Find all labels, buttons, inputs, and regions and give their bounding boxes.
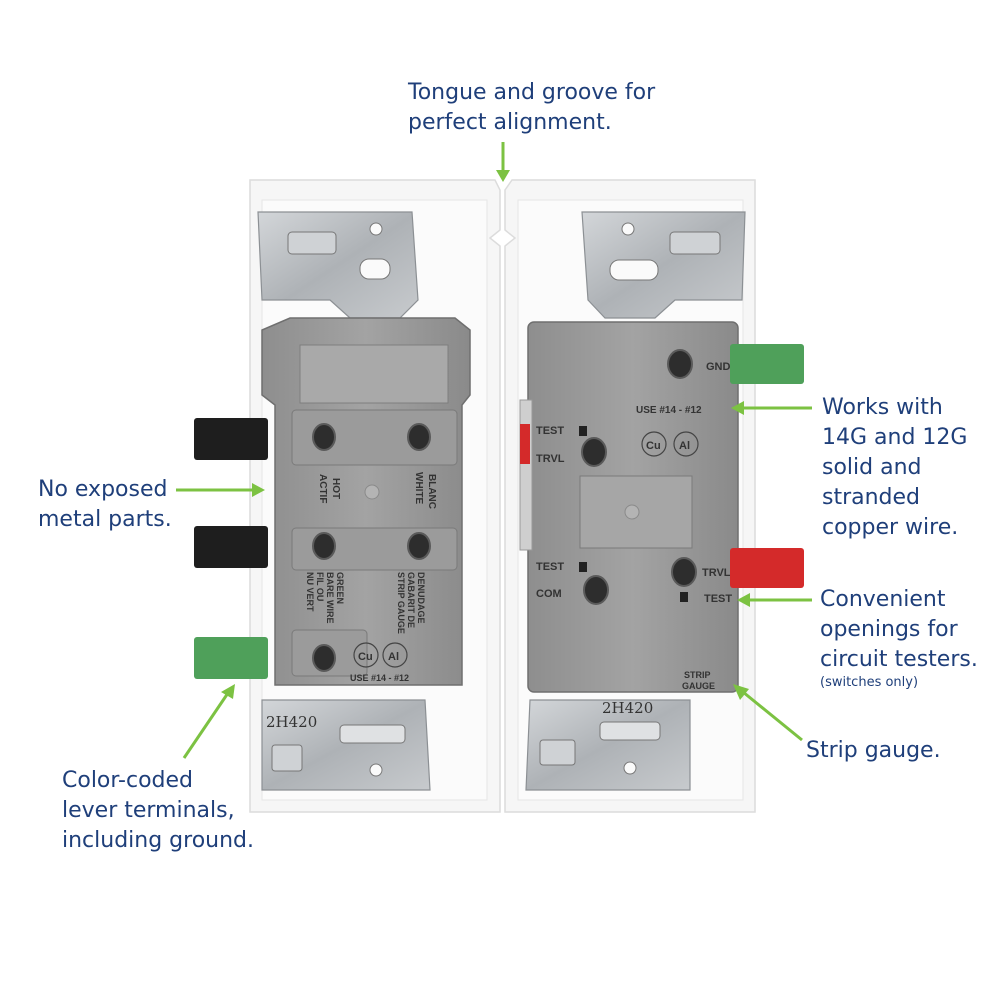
left-hot-hole-1 (312, 423, 336, 451)
callout-tongue-and-groove: Tongue and groove for perfect alignment. (408, 80, 656, 135)
right-com-hole (583, 575, 609, 605)
callout-color-coded-levers: Color-coded lever terminals, including g… (62, 768, 255, 853)
works-with-arrow (731, 401, 812, 415)
right-trvl-hole-1 (581, 437, 607, 467)
left-ground-lever-green (194, 637, 268, 679)
left-green-line-4: NU VERT (305, 572, 315, 612)
right-test-label-1: TEST (536, 425, 564, 437)
left-al-mark: Al (388, 651, 399, 663)
left-actif-label: ACTIF (317, 474, 328, 503)
right-stamp: 2H420 (602, 699, 653, 717)
right-trvl-label-2: TRVL (702, 567, 731, 579)
callout-convenient-openings: Convenient openings for circuit testers.… (820, 587, 978, 690)
left-green-line-3: FIL OU (315, 572, 325, 601)
right-ground-lever-green (730, 344, 804, 384)
right-traveler-lever-red (730, 548, 804, 588)
right-strip-label: STRIP (684, 670, 711, 680)
left-ground-hole (312, 644, 336, 672)
left-green-line-1: GREEN (335, 572, 345, 604)
right-housing (519, 321, 739, 693)
left-hot-label: HOT (330, 478, 341, 499)
right-bottom-mounting-strap: 2H420 (525, 699, 691, 791)
left-neutral-lever-black (194, 526, 268, 568)
right-gnd-hole (667, 349, 693, 379)
right-wire-holes (581, 349, 697, 605)
left-housing (261, 317, 471, 686)
right-trvl-hole-2 (671, 557, 697, 587)
color-coded-arrow (182, 684, 235, 759)
right-al-mark: Al (679, 440, 690, 452)
right-top-mounting-strap (581, 211, 746, 319)
right-test-slot-2 (579, 562, 587, 572)
callout-arrows (176, 142, 812, 759)
left-stamp: 2H420 (266, 713, 317, 731)
left-strip-line-1: STRIP GAUGE (396, 572, 406, 634)
right-test-slot-3 (680, 592, 688, 602)
left-hot-hole-2 (312, 532, 336, 560)
right-test-label-2: TEST (536, 561, 564, 573)
callout-switches-only-note: (switches only) (820, 675, 919, 690)
left-bottom-mounting-strap: 2H420 (261, 699, 431, 791)
left-green-line-2: BARE WIRE (325, 572, 335, 624)
convenient-arrow (737, 593, 812, 607)
left-strip-line-3: DENUDAGE (416, 572, 426, 624)
right-red-tab (520, 424, 530, 464)
left-white-hole-1 (407, 423, 431, 451)
right-test-slot-1 (579, 426, 587, 436)
left-wire-spec: USE #14 - #12 (350, 673, 409, 683)
callout-works-with-wire: Works with 14G and 12G solid and strande… (822, 395, 968, 540)
left-wire-holes (312, 423, 431, 672)
left-hot-lever-black (194, 418, 268, 460)
callout-no-exposed-metal: No exposed metal parts. (38, 477, 172, 532)
right-trvl-label-1: TRVL (536, 453, 565, 465)
tongue-arrow (496, 142, 510, 182)
right-cu-mark: Cu (646, 440, 661, 452)
right-wire-spec: USE #14 - #12 (636, 405, 702, 416)
left-device: HOT ACTIF WHITE BLANC GREEN BARE WIRE FI… (194, 179, 501, 813)
no-exposed-arrow (176, 483, 265, 497)
left-blanc-label: BLANC (426, 474, 437, 509)
left-top-mounting-strap (257, 211, 419, 319)
right-com-label: COM (536, 588, 562, 600)
right-gauge-label: GAUGE (682, 681, 715, 691)
callout-strip-gauge: Strip gauge. (806, 738, 941, 763)
strip-gauge-arrow (733, 684, 803, 742)
right-test-label-3: TEST (704, 593, 732, 605)
left-cu-mark: Cu (358, 651, 373, 663)
right-device: GND USE #14 - #12 Cu Al TEST TRVL TEST C… (504, 179, 804, 813)
left-white-label: WHITE (413, 472, 424, 505)
left-white-hole-2 (407, 532, 431, 560)
left-strip-line-2: GABARIT DE (406, 572, 416, 628)
right-gnd-label: GND (706, 361, 731, 373)
